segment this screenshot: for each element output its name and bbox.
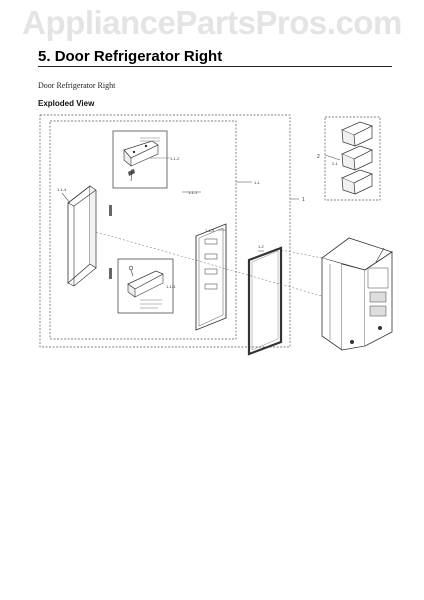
callout-bin-item: 2-1 xyxy=(332,161,339,166)
exploded-view-label: Exploded View xyxy=(38,99,95,108)
callout-hinge-lower: 1-1-3 xyxy=(166,284,176,289)
callout-sub-assembly: 1-1 xyxy=(254,180,261,185)
callout-assembly: 1 xyxy=(302,197,305,203)
callout-gasket: 1-2 xyxy=(258,244,265,249)
callout-door-liner: 1-1-5 xyxy=(205,228,215,233)
heading-rule xyxy=(38,66,392,67)
callout-door-foam: 1-1-1 xyxy=(188,190,198,195)
door-liner xyxy=(195,223,227,331)
bins-frame xyxy=(324,116,381,201)
sub-assembly-frame xyxy=(49,120,237,340)
watermark-logo: AppliancePartsPros.com xyxy=(22,4,402,41)
lower-hinge-detail xyxy=(117,258,174,314)
callout-hinge-upper: 1-1-2 xyxy=(170,156,180,161)
door-bins xyxy=(341,121,373,195)
door-gasket xyxy=(247,246,283,356)
refrigerator-cabinet xyxy=(321,237,393,351)
callout-cap: 1-1-4 xyxy=(57,187,67,192)
door-fittings xyxy=(109,205,112,279)
callout-bins: 2 xyxy=(317,154,320,160)
section-number: 5. xyxy=(38,48,51,65)
door-outer-panel xyxy=(61,185,97,287)
section-heading: 5. Door Refrigerator Right xyxy=(38,48,222,65)
section-title: Door Refrigerator Right xyxy=(54,48,223,65)
leader-lines xyxy=(95,154,341,297)
diagram-subtitle: Door Refrigerator Right xyxy=(38,81,116,90)
upper-hinge-detail xyxy=(112,130,170,189)
assembly-frame xyxy=(39,114,291,348)
